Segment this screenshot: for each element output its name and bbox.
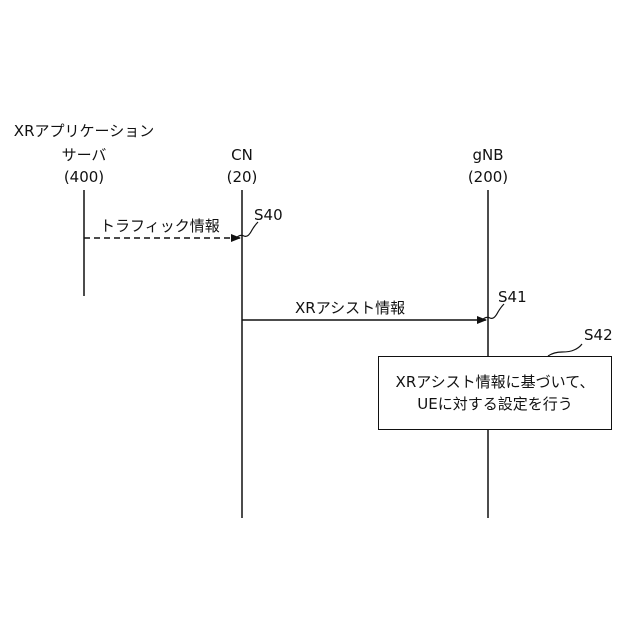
step-marker-s42	[548, 344, 582, 356]
entity-gnb-name: gNB	[448, 146, 528, 164]
process-text-line2: UEに対する設定を行う	[417, 393, 572, 415]
step-label-s40: S40	[254, 206, 283, 224]
entity-xr-server-name-line1: XRアプリケーション	[4, 122, 164, 140]
entity-cn-id: (20)	[202, 168, 282, 186]
message-label-xr-assist-info: XRアシスト情報	[295, 299, 405, 317]
entity-xr-server-id: (400)	[44, 168, 124, 186]
process-text-line1: XRアシスト情報に基づいて、	[396, 371, 595, 393]
step-marker-s41	[482, 304, 504, 320]
entity-gnb-id: (200)	[448, 168, 528, 186]
step-label-s42: S42	[584, 326, 613, 344]
step-marker-s40	[236, 222, 258, 238]
entity-cn-name: CN	[202, 146, 282, 164]
process-box-s42: XRアシスト情報に基づいて、 UEに対する設定を行う	[378, 356, 612, 430]
entity-xr-server-name-line2: サーバ	[4, 146, 164, 164]
step-label-s41: S41	[498, 288, 527, 306]
message-label-traffic-info: トラフィック情報	[100, 217, 220, 235]
